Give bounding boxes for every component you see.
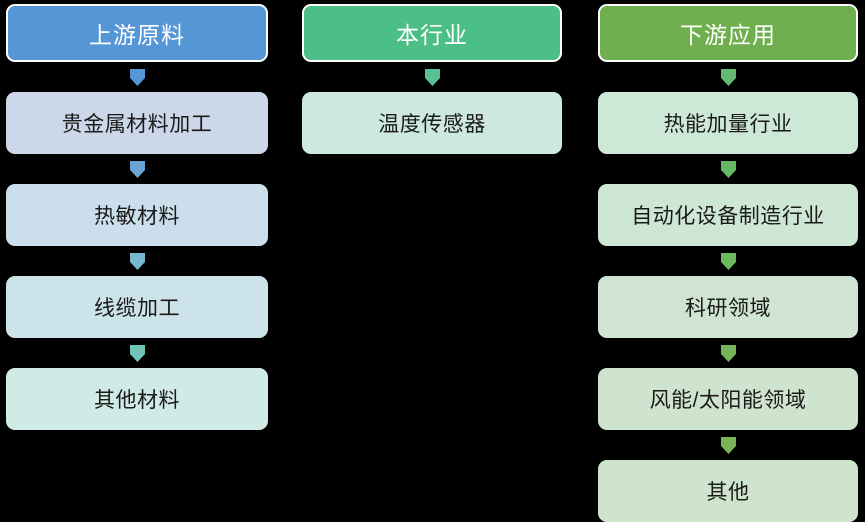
node-downstream-2[interactable]: 科研领域 — [598, 276, 858, 338]
node-upstream-2[interactable]: 线缆加工 — [6, 276, 268, 338]
column-downstream: 下游应用热能加量行业自动化设备制造行业科研领域风能/太阳能领域其他 — [598, 0, 858, 522]
node-upstream-1[interactable]: 热敏材料 — [6, 184, 268, 246]
arrow-downstream-0 — [598, 154, 858, 184]
node-downstream-4[interactable]: 其他 — [598, 460, 858, 522]
arrow-upstream-2 — [6, 338, 268, 368]
column-industry: 本行业温度传感器 — [302, 0, 562, 154]
arrow-down-icon — [720, 344, 736, 362]
column-header-industry[interactable]: 本行业 — [302, 4, 562, 62]
arrow-upstream-0 — [6, 154, 268, 184]
column-header-downstream[interactable]: 下游应用 — [598, 4, 858, 62]
arrow-down-icon — [129, 160, 145, 178]
arrow-down-icon — [129, 344, 145, 362]
arrow-down-icon — [720, 160, 736, 178]
arrow-down-icon — [129, 68, 145, 86]
node-downstream-3[interactable]: 风能/太阳能领域 — [598, 368, 858, 430]
node-industry-0[interactable]: 温度传感器 — [302, 92, 562, 154]
arrow-downstream-1 — [598, 246, 858, 276]
arrow-down-icon — [720, 436, 736, 454]
node-upstream-0[interactable]: 贵金属材料加工 — [6, 92, 268, 154]
arrow-upstream-header — [6, 62, 268, 92]
arrow-downstream-2 — [598, 338, 858, 368]
arrow-down-icon — [720, 252, 736, 270]
node-upstream-3[interactable]: 其他材料 — [6, 368, 268, 430]
node-downstream-1[interactable]: 自动化设备制造行业 — [598, 184, 858, 246]
arrow-down-icon — [424, 68, 440, 86]
node-downstream-0[interactable]: 热能加量行业 — [598, 92, 858, 154]
column-header-upstream[interactable]: 上游原料 — [6, 4, 268, 62]
arrow-industry-header — [302, 62, 562, 92]
arrow-upstream-1 — [6, 246, 268, 276]
arrow-downstream-header — [598, 62, 858, 92]
column-upstream: 上游原料贵金属材料加工热敏材料线缆加工其他材料 — [6, 0, 268, 430]
arrow-down-icon — [129, 252, 145, 270]
arrow-down-icon — [720, 68, 736, 86]
arrow-downstream-3 — [598, 430, 858, 460]
